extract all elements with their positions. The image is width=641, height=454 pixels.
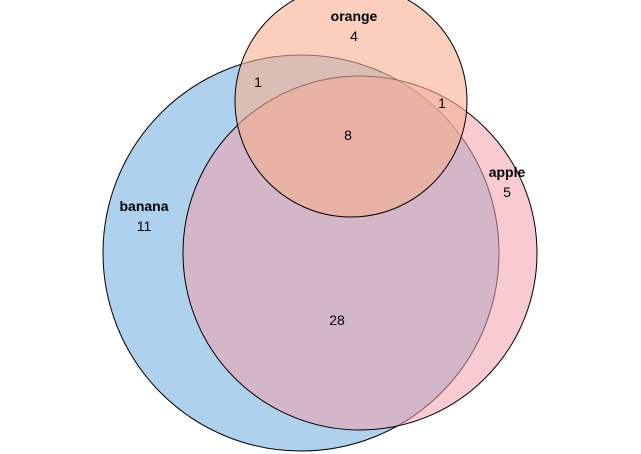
orange-only-count: 4 bbox=[350, 28, 358, 44]
all-three-count: 8 bbox=[344, 127, 352, 143]
apple-only-count: 5 bbox=[503, 184, 511, 200]
orange-circle bbox=[234, 0, 468, 218]
apple-orange-count: 1 bbox=[438, 95, 446, 111]
apple-label: apple bbox=[489, 164, 526, 180]
banana-orange-count: 1 bbox=[254, 74, 262, 90]
orange-label: orange bbox=[331, 8, 378, 24]
banana-only-count: 11 bbox=[137, 218, 152, 234]
banana-apple-count: 28 bbox=[329, 312, 345, 328]
banana-label: banana bbox=[119, 198, 168, 214]
